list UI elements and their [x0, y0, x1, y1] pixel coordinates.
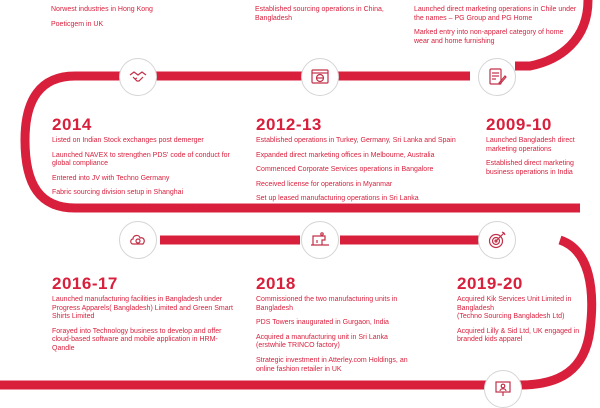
milestone-item: PDS Towers inaugurated in Gurgaon, India [256, 319, 389, 327]
target-arrow-icon [478, 221, 516, 259]
handshake-icon [119, 58, 157, 96]
milestone-items: Acquired Kik Services Unit Limited in Ba… [457, 296, 582, 351]
milestone-item: Set up leased manufacturing operations i… [256, 195, 419, 203]
milestone-item: Acquired Kik Services Unit Limited in Ba… [457, 296, 572, 321]
milestone-items: Established operations in Turkey, German… [256, 137, 481, 210]
presentation-icon [484, 370, 522, 408]
milestone-item: Established direct marketing business op… [486, 160, 574, 176]
milestone-item: Forayed into Technology business to deve… [52, 327, 222, 352]
milestone-item: Launched direct marketing operations in … [414, 6, 577, 22]
milestone-year: 2012-13 [256, 115, 322, 134]
milestone-top-right-items: Launched direct marketing operations in … [414, 6, 579, 52]
sewing-machine-icon [301, 221, 339, 259]
milestone-year: 2019-20 [457, 274, 523, 293]
milestone-item: Norwest industries in Hong Kong [51, 6, 153, 13]
milestone-item: Expanded direct marketing offices in Mel… [256, 151, 435, 159]
milestone-year: 2016-17 [52, 274, 118, 293]
milestone-item: Launched manufacturing facilities in Ban… [52, 296, 233, 321]
milestone-item: Poeticgem in UK [51, 20, 104, 28]
milestone-item: Fabric sourcing division setup in Shangh… [52, 189, 184, 197]
milestone-item: Commissioned the two manufacturing units… [256, 296, 398, 312]
milestone-item: Launched sourcing operations in Pakistan… [52, 203, 223, 211]
milestone-item: Established sourcing operations in China… [255, 6, 384, 22]
milestone-item: Acquired a manufacturing unit in Sri Lan… [256, 333, 388, 350]
milestone-items: Launched Bangladesh direct marketing ope… [486, 137, 591, 183]
milestone-year: 2018 [256, 274, 296, 293]
milestone-item: Acquired Lilly & Sid Ltd, UK engaged in … [457, 327, 580, 344]
cloud-gear-icon [119, 221, 157, 259]
milestone-top-middle-items: Established sourcing operations in China… [255, 6, 395, 29]
milestone-item: Received license for operations in Myanm… [256, 180, 393, 188]
milestone-item: Strategic investment in Atterley.com Hol… [256, 356, 408, 373]
milestone-item: Launched Bangladesh direct marketing ope… [486, 137, 575, 153]
milestone-item: Launched NAVEX to strengthen PDS' code o… [52, 151, 230, 168]
milestone-item: Marked entry into non-apparel category o… [414, 29, 564, 45]
milestone-year: 2014 [52, 115, 92, 134]
milestone-items: Launched manufacturing facilities in Ban… [52, 296, 237, 360]
milestone-item: Listed on Indian Stock exchanges post de… [52, 137, 204, 144]
milestone-year: 2009-10 [486, 115, 552, 134]
document-pen-icon [478, 58, 516, 96]
milestone-item: Commenced Corporate Services operations … [256, 166, 434, 174]
milestone-top-left-items: Norwest industries in Hong Kong Poeticge… [51, 6, 221, 35]
milestone-items: Commissioned the two manufacturing units… [256, 296, 416, 380]
milestone-item: Entered into JV with Techno Germany [52, 174, 170, 182]
globe-web-icon [301, 58, 339, 96]
milestone-item: Established operations in Turkey, German… [256, 137, 456, 144]
milestone-items: Listed on Indian Stock exchanges post de… [52, 137, 232, 219]
